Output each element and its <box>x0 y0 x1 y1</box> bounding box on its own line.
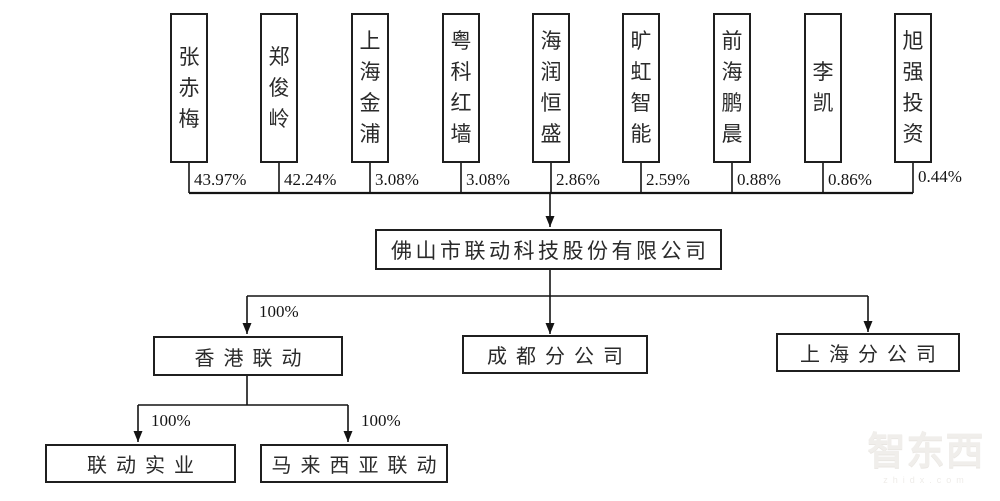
ownership-percent: 3.08% <box>466 170 510 189</box>
shareholder-box: 旷虹智能 <box>622 13 660 163</box>
ownership-percent: 0.86% <box>828 170 872 189</box>
shareholder-box: 海润恒盛 <box>532 13 570 163</box>
ownership-percent: 2.86% <box>556 170 600 189</box>
subsidiary-box-industry: 联动实业 <box>45 444 236 483</box>
subsidiary-name: 香港联动 <box>194 347 311 370</box>
branch-box-shanghai: 上海分公司 <box>776 333 960 372</box>
shareholder-name: 上海金浦 <box>359 29 381 146</box>
shareholder-box: 郑俊岭 <box>260 13 298 163</box>
ownership-percent: 42.24% <box>284 170 337 189</box>
shareholder-name: 旭强投资 <box>902 29 924 146</box>
shareholder-box: 旭强投资 <box>894 13 932 163</box>
shareholder-box: 李凯 <box>804 13 842 163</box>
branch-box-chengdu: 成都分公司 <box>462 335 648 374</box>
shareholder-box: 张赤梅 <box>170 13 208 163</box>
shareholder-name: 前海鹏晨 <box>721 29 743 146</box>
shareholder-box: 前海鹏晨 <box>713 13 751 163</box>
ownership-percent: 3.08% <box>375 170 419 189</box>
company-box: 佛山市联动科技股份有限公司 <box>375 229 722 270</box>
ownership-percent: 2.59% <box>646 170 690 189</box>
subsidiary-box-malaysia: 马来西亚联动 <box>260 444 448 483</box>
shareholder-name: 旷虹智能 <box>630 29 652 146</box>
ownership-percent: 100% <box>151 411 191 430</box>
shareholder-name: 粤科红墙 <box>450 29 472 146</box>
shareholder-name: 郑俊岭 <box>268 44 290 131</box>
shareholder-box: 上海金浦 <box>351 13 389 163</box>
shareholder-name: 张赤梅 <box>178 44 200 131</box>
shareholder-name: 海润恒盛 <box>540 29 562 146</box>
watermark-url-text: zhidx.com <box>883 474 969 485</box>
subsidiary-name: 马来西亚联动 <box>271 455 446 477</box>
ownership-percent: 100% <box>259 302 299 321</box>
watermark: 智东西 zhidx.com <box>856 431 996 485</box>
branch-name: 成都分公司 <box>487 346 632 368</box>
branch-name: 上海分公司 <box>800 344 945 366</box>
ownership-percent: 43.97% <box>194 170 247 189</box>
subsidiary-box-hongkong: 香港联动 <box>153 336 343 376</box>
company-name: 佛山市联动科技股份有限公司 <box>391 238 710 263</box>
ownership-percent: 0.88% <box>737 170 781 189</box>
subsidiary-name: 联动实业 <box>87 455 203 477</box>
shareholder-box: 粤科红墙 <box>442 13 480 163</box>
shareholder-name: 李凯 <box>812 60 834 115</box>
ownership-percent: 0.44% <box>918 167 962 186</box>
watermark-logo-text: 智东西 <box>867 431 985 473</box>
ownership-percent: 100% <box>361 411 401 430</box>
